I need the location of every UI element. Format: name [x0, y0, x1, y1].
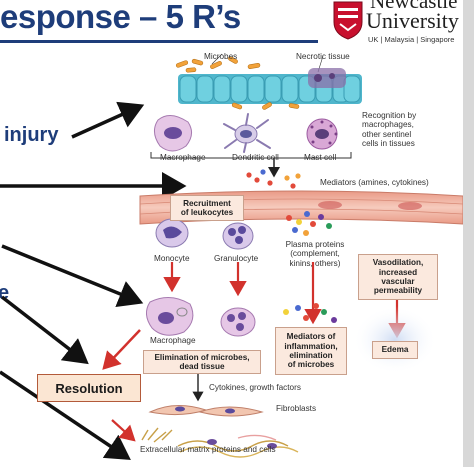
- mediators-line1: Mediators of: [286, 332, 336, 342]
- edema-label: Edema: [381, 345, 409, 355]
- resolution-label: Resolution: [55, 380, 123, 396]
- fibroblasts-icon: [148, 405, 264, 417]
- label-mast-cell: Mast cell: [304, 153, 337, 162]
- label-recognition-line4: cells in tissues: [362, 139, 415, 149]
- label-macrophage-top: Macrophage: [160, 153, 206, 162]
- side-label-injury: injury: [4, 124, 59, 146]
- sentinel-bracket: [150, 152, 352, 159]
- slide-title: esponse – 5 R’s: [0, 0, 241, 35]
- plasma-proteins-dots-icon: [286, 211, 332, 236]
- plasma-line1: Plasma proteins: [285, 240, 345, 249]
- label-necrotic-tissue: Necrotic tissue: [296, 52, 350, 61]
- label-recognition-line1: Recognition by: [362, 111, 417, 120]
- vasodilation-line3: vascular: [381, 277, 415, 286]
- mediators-dots-icon: [246, 169, 301, 189]
- mast-cell-icon: [306, 118, 338, 150]
- logo-name-line1: Newcastle: [370, 0, 458, 13]
- elimination-line2: dead tissue: [179, 362, 225, 371]
- granulocyte-cell-icon: [222, 222, 254, 250]
- label-microbes: Microbes: [204, 52, 238, 61]
- recruitment-box: Recruitment of leukocytes: [170, 195, 244, 221]
- granulocyte-bottom-icon: [220, 307, 256, 337]
- label-mediators-top: Mediators (amines, cytokines): [320, 178, 429, 187]
- mediators-line2: inflammation,: [284, 341, 338, 351]
- elimination-box: Elimination of microbes, dead tissue: [143, 350, 261, 374]
- university-crest-icon: [333, 1, 363, 40]
- necrotic-tissue-icon: [308, 68, 346, 88]
- arrow-removal: [1, 244, 144, 308]
- label-monocyte: Monocyte: [154, 254, 190, 263]
- arrow-injury: [71, 101, 145, 139]
- monocyte-cell-icon: [155, 218, 189, 248]
- ecm-cells-icon: [207, 439, 277, 449]
- label-dendritic-cell: Dendritic cell: [232, 153, 279, 162]
- edema-glow: [353, 306, 437, 374]
- mediators-inflammation-box: Mediators of inflammation, elimination o…: [275, 327, 347, 375]
- edema-box: Edema: [372, 341, 418, 359]
- mediators-line3: elimination: [289, 351, 333, 360]
- label-fibroblasts: Fibroblasts: [276, 404, 317, 413]
- plasma-line2: (complement,: [290, 249, 340, 259]
- arrow-repair: [0, 370, 131, 460]
- arrow-macrophage-to-resolution: [102, 329, 141, 370]
- label-cytokines-growth: Cytokines, growth factors: [209, 383, 301, 392]
- label-macrophage-bottom: Macrophage: [150, 336, 196, 345]
- arrow-to-resolution-upper: [0, 295, 89, 365]
- recruitment-line2: of leukocytes: [180, 208, 234, 217]
- mediators-line4: of microbes: [287, 360, 335, 370]
- logo-name-line2: University: [366, 8, 459, 33]
- macrophage-bottom-icon: [146, 297, 194, 336]
- vasodilation-line2: increased: [378, 267, 418, 277]
- extracellular-matrix-icon: [141, 427, 299, 458]
- resolution-box: Resolution: [37, 374, 141, 402]
- label-recognition: Recognition by macrophages, other sentin…: [362, 111, 416, 149]
- vasodilation-box: Vasodilation, increased vascular permeab…: [358, 254, 438, 300]
- macrophage-cell-icon: [154, 115, 192, 152]
- vasodilation-line4: permeability: [373, 286, 423, 296]
- elimination-line1: Elimination of microbes,: [154, 352, 250, 362]
- arrow-to-ecm: [111, 419, 136, 442]
- vasodilation-line1: Vasodilation,: [372, 258, 424, 268]
- logo-tagline: UK | Malaysia | Singapore: [368, 35, 455, 44]
- label-plasma-proteins: Plasma proteins (complement, kinins, oth…: [275, 240, 355, 268]
- recruitment-line1: Recruitment: [183, 198, 231, 208]
- label-recognition-line2: macrophages,: [362, 120, 414, 130]
- label-ecm: Extracellular matrix proteins and cells: [140, 445, 276, 454]
- title-underline: [0, 40, 318, 43]
- microbes-icon: [175, 56, 300, 110]
- right-frame-edge: [463, 0, 474, 467]
- label-recognition-line3: other sentinel: [362, 129, 412, 139]
- plasma-line3: kinins, others): [289, 258, 341, 268]
- side-label-cut: e: [0, 282, 10, 304]
- label-granulocyte: Granulocyte: [214, 254, 259, 263]
- mediators-dots-lower-icon: [283, 303, 337, 323]
- dendritic-cell-icon: [223, 113, 271, 153]
